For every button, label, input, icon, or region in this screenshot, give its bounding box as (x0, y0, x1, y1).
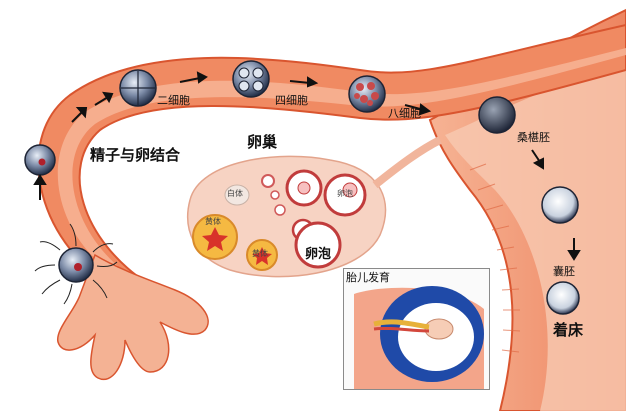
label-eight-cell: 八细胞 (388, 107, 421, 120)
label-four-cell: 四细胞 (275, 94, 308, 107)
endometrium-texture (469, 163, 521, 353)
fallopian-lumen (57, 48, 626, 272)
label-fetal-development: 胎儿发育 (346, 271, 390, 284)
uterus-inner (445, 60, 626, 411)
white-body (224, 184, 250, 206)
follicle-mature (294, 221, 342, 269)
follicle-small-2 (270, 190, 280, 200)
morula (478, 96, 516, 134)
follicle-large-egg (342, 182, 358, 198)
corpus-luteum-core (202, 227, 228, 251)
label-corpus-luteum-2: 黄体 (252, 249, 268, 258)
label-follicle: 卵泡 (305, 247, 332, 262)
follicle-medium-egg (297, 181, 311, 195)
corpus-luteum-2-core (252, 247, 272, 265)
eight-cell-embryo (348, 75, 386, 113)
embryo-icon (354, 286, 484, 389)
four-cell-embryo (232, 60, 270, 98)
follicle-small-3 (274, 204, 286, 216)
fetal-development-inset (343, 268, 490, 390)
label-two-cell: 二细胞 (157, 94, 190, 107)
label-follicle-small: 卵泡 (337, 189, 353, 198)
label-corpus-luteum: 黄体 (205, 217, 221, 226)
label-fertilization: 精子与卵结合 (90, 146, 181, 164)
label-morula: 桑椹胚 (517, 131, 550, 144)
egg-cell-icon (58, 247, 94, 283)
label-ovary: 卵巢 (247, 133, 278, 151)
sperm-icon (34, 223, 118, 305)
label-blastocyst: 囊胚 (553, 265, 575, 278)
two-cell-embryo (119, 69, 157, 107)
label-white-body: 白体 (227, 189, 243, 198)
fimbriae (57, 253, 209, 381)
label-implantation: 着床 (553, 321, 584, 339)
implanted-blastocyst (546, 281, 580, 315)
ovarian-ligament (372, 136, 442, 189)
arrow-icon (33, 71, 581, 261)
follicle-small-1 (261, 174, 275, 188)
blastocyst (541, 186, 579, 224)
